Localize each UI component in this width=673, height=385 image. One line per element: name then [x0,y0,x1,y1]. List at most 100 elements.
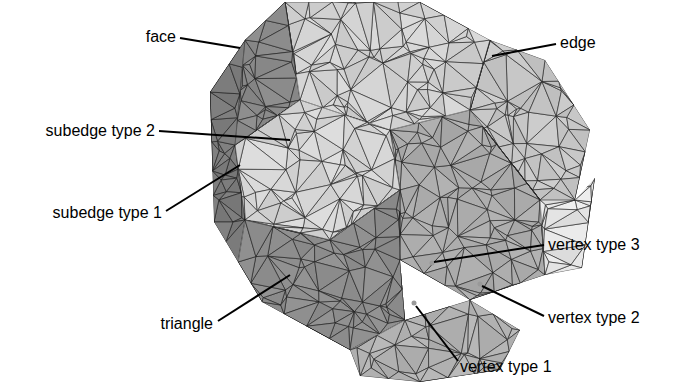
mesh-triangle [281,297,287,314]
mesh-triangle [294,54,312,74]
mesh-triangle [245,220,273,257]
mesh-triangle [337,70,351,96]
mesh-triangle [309,2,332,18]
mesh-triangle [560,88,574,105]
mesh-triangle [493,314,520,330]
mesh-triangle [403,212,413,218]
mesh-face [210,40,245,262]
mesh-triangle [242,40,245,220]
mesh-triangle [468,126,483,144]
mesh-triangle [212,171,221,195]
mesh-triangle [219,200,242,222]
mesh-face [540,178,595,275]
callout-label: edge [560,35,596,51]
mesh-triangle [374,2,402,29]
mesh-triangle [329,326,350,350]
mesh-triangle [398,144,408,162]
leader-line [218,275,290,321]
callout-label: triangle [161,316,213,332]
mesh-triangle [296,72,309,100]
mesh-triangle [449,199,458,236]
mesh-triangle [309,62,329,71]
face-fill [235,100,400,240]
mesh-triangle [517,50,545,82]
leader-line [166,165,240,211]
leader-line [492,44,556,56]
mesh-triangle [309,62,337,71]
mesh-triangle [445,267,455,287]
callout-label: subedge type 1 [53,205,162,221]
mesh-triangle [468,28,490,42]
mesh-triangle [319,291,342,301]
mesh-triangle [470,300,493,316]
mesh-triangle [360,368,388,379]
mesh-triangle [400,2,425,19]
mesh-triangle [301,208,374,233]
mesh-triangle [507,330,520,351]
mesh-triangle [469,110,483,126]
leader-line [416,306,458,361]
mesh-triangle [238,118,242,193]
mesh-triangle [433,228,448,253]
callout-label: vertex type 2 [548,310,640,326]
face-fill [285,2,490,130]
mesh-triangle [251,256,286,290]
mesh-triangle [545,210,589,229]
mesh-face [235,100,400,240]
mesh-triangle [531,230,544,251]
leader-line [159,131,290,140]
mesh-triangle [374,208,398,219]
mesh-triangle [400,218,413,235]
face-fill [470,40,590,200]
mesh-triangle [575,186,592,202]
mesh-triangle [490,40,517,51]
mesh-triangle [360,238,376,250]
mesh-triangle [470,40,490,110]
mesh-triangle [314,115,344,150]
mesh-triangle [449,28,468,43]
mesh-triangle [490,144,511,163]
face-fill [540,178,595,275]
mesh-triangle [274,224,303,228]
mesh-triangle [542,81,560,88]
face-fill [390,110,545,300]
mesh-triangle [511,163,527,188]
mesh-triangle [400,212,402,289]
mesh-triangle [405,320,426,336]
mesh-triangle [340,176,364,205]
mesh-triangle [556,105,574,118]
mesh-triangle [279,100,305,115]
mesh-triangle [241,193,245,220]
mesh-triangle [213,195,219,222]
mesh-triangle [540,188,575,200]
callout-label: face [146,29,176,45]
mesh-triangle [487,109,505,127]
mesh-triangle [420,2,468,28]
mesh-triangle [400,260,445,286]
face-fill [238,190,405,350]
mesh-triangle [322,199,339,232]
mesh-triangle [540,178,595,200]
mesh-triangle [350,348,360,376]
mesh-triangle [330,223,360,247]
mesh-triangle [375,237,400,260]
mesh-triangle [545,262,571,275]
mesh-triangle [229,64,242,94]
mesh-triangle [240,67,245,220]
mesh-triangle [268,239,301,259]
vertex-dot [412,301,417,306]
mesh-triangle [376,220,400,238]
mesh-triangle [545,209,578,229]
mesh-triangle [319,291,341,302]
mesh-triangle [255,78,297,102]
mesh-face [238,190,405,350]
mesh-triangle [538,154,561,181]
mesh-triangle [449,300,470,314]
mesh-triangle [395,345,429,374]
mesh-triangle [424,59,446,70]
mesh-triangle [374,2,400,13]
mesh-triangle [470,103,497,110]
mesh-triangle [370,124,390,135]
mesh-triangle [405,306,449,320]
mesh-triangle [388,372,420,382]
